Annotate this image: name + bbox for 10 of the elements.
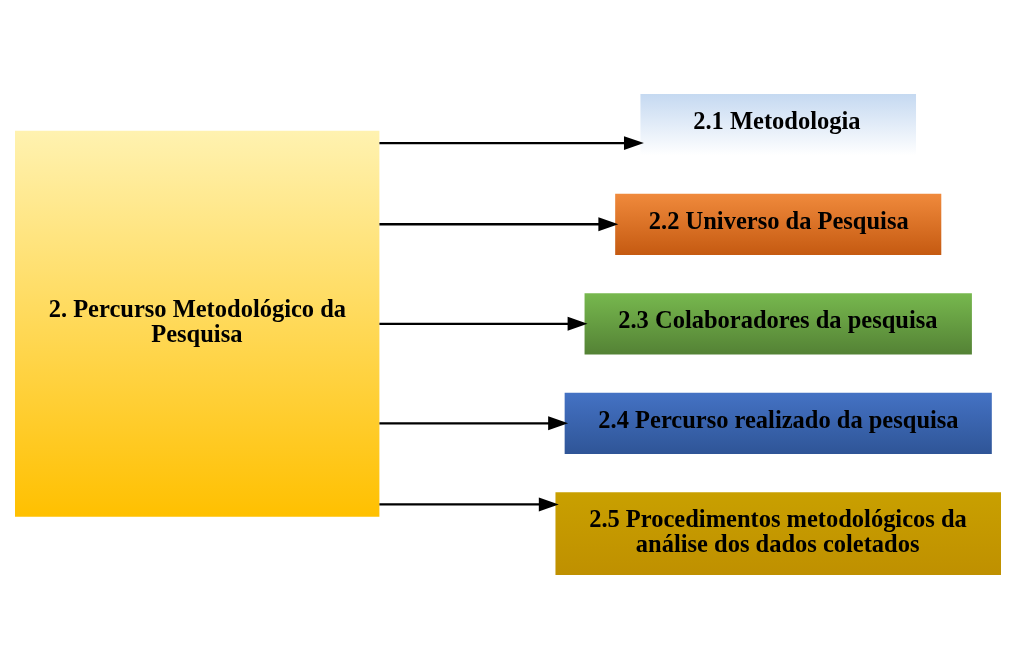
arrow (379, 496, 559, 511)
node-box: 2.5 Procedimentos metodológicos da análise dos dados coletados (555, 491, 1001, 575)
arrow (379, 216, 619, 231)
node-box: 2. Percurso Metodológico da Pesquisa (15, 130, 380, 517)
arrow (379, 135, 644, 150)
node-box: 2.3 Colaboradores da pesquisa (584, 292, 972, 354)
node-box: 2.2 Universo da Pesquisa (615, 193, 942, 255)
arrow (379, 415, 569, 430)
node-box: 2.4 Percurso realizado da pesquisa (564, 392, 992, 454)
arrow (379, 316, 588, 331)
